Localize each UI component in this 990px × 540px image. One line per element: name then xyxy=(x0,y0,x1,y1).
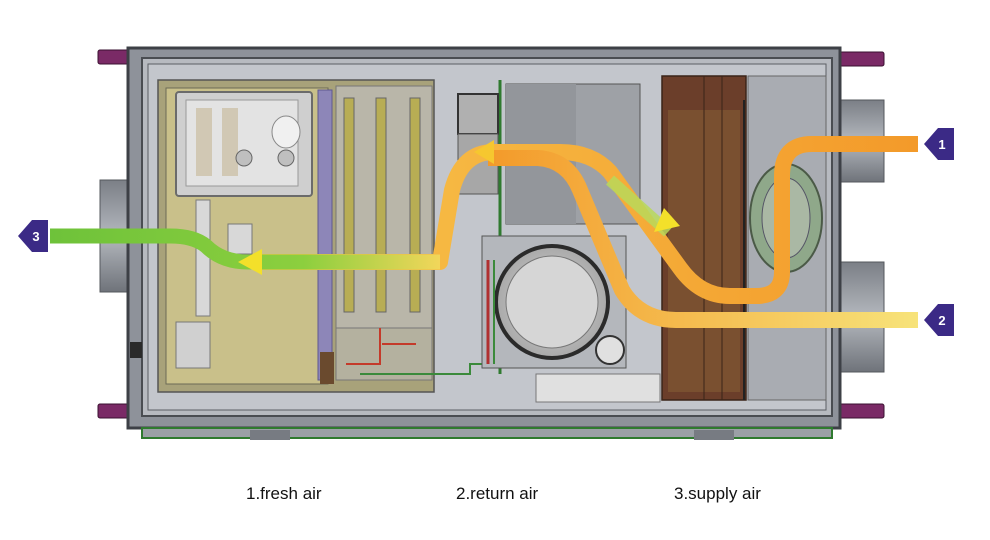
heat-exchanger xyxy=(661,75,827,401)
flow-arrowheads xyxy=(238,140,680,275)
mounting-brackets xyxy=(97,49,885,419)
marker-2-arrow-icon xyxy=(924,304,954,336)
filter-panel xyxy=(335,85,492,381)
marker-1-arrow-icon xyxy=(924,128,954,160)
return-air-path xyxy=(488,150,918,328)
arrowhead-supply-air xyxy=(238,249,262,275)
arrowhead-fresh-air xyxy=(474,140,494,164)
marker-1: 1 xyxy=(924,128,954,160)
supply-air-path xyxy=(50,228,440,270)
caption-fresh-air: 1.fresh air xyxy=(246,484,322,503)
bracket-top-right xyxy=(835,51,885,67)
caption-return-air: 2.return air xyxy=(456,484,539,503)
relay-block xyxy=(175,321,211,369)
arrowhead-return-air xyxy=(654,208,680,232)
bracket-bottom-right xyxy=(835,403,885,419)
marker-3-arrow-icon xyxy=(18,220,48,252)
marker-3: 3 xyxy=(18,220,48,252)
caption-supply-air: 3.supply air xyxy=(674,484,761,503)
marker-2: 2 xyxy=(924,304,954,336)
marker-2-label: 2 xyxy=(938,313,945,328)
marker-3-label: 3 xyxy=(32,229,39,244)
base-rail xyxy=(141,427,833,439)
terminal-strip xyxy=(195,199,211,317)
marker-1-label: 1 xyxy=(938,137,945,152)
